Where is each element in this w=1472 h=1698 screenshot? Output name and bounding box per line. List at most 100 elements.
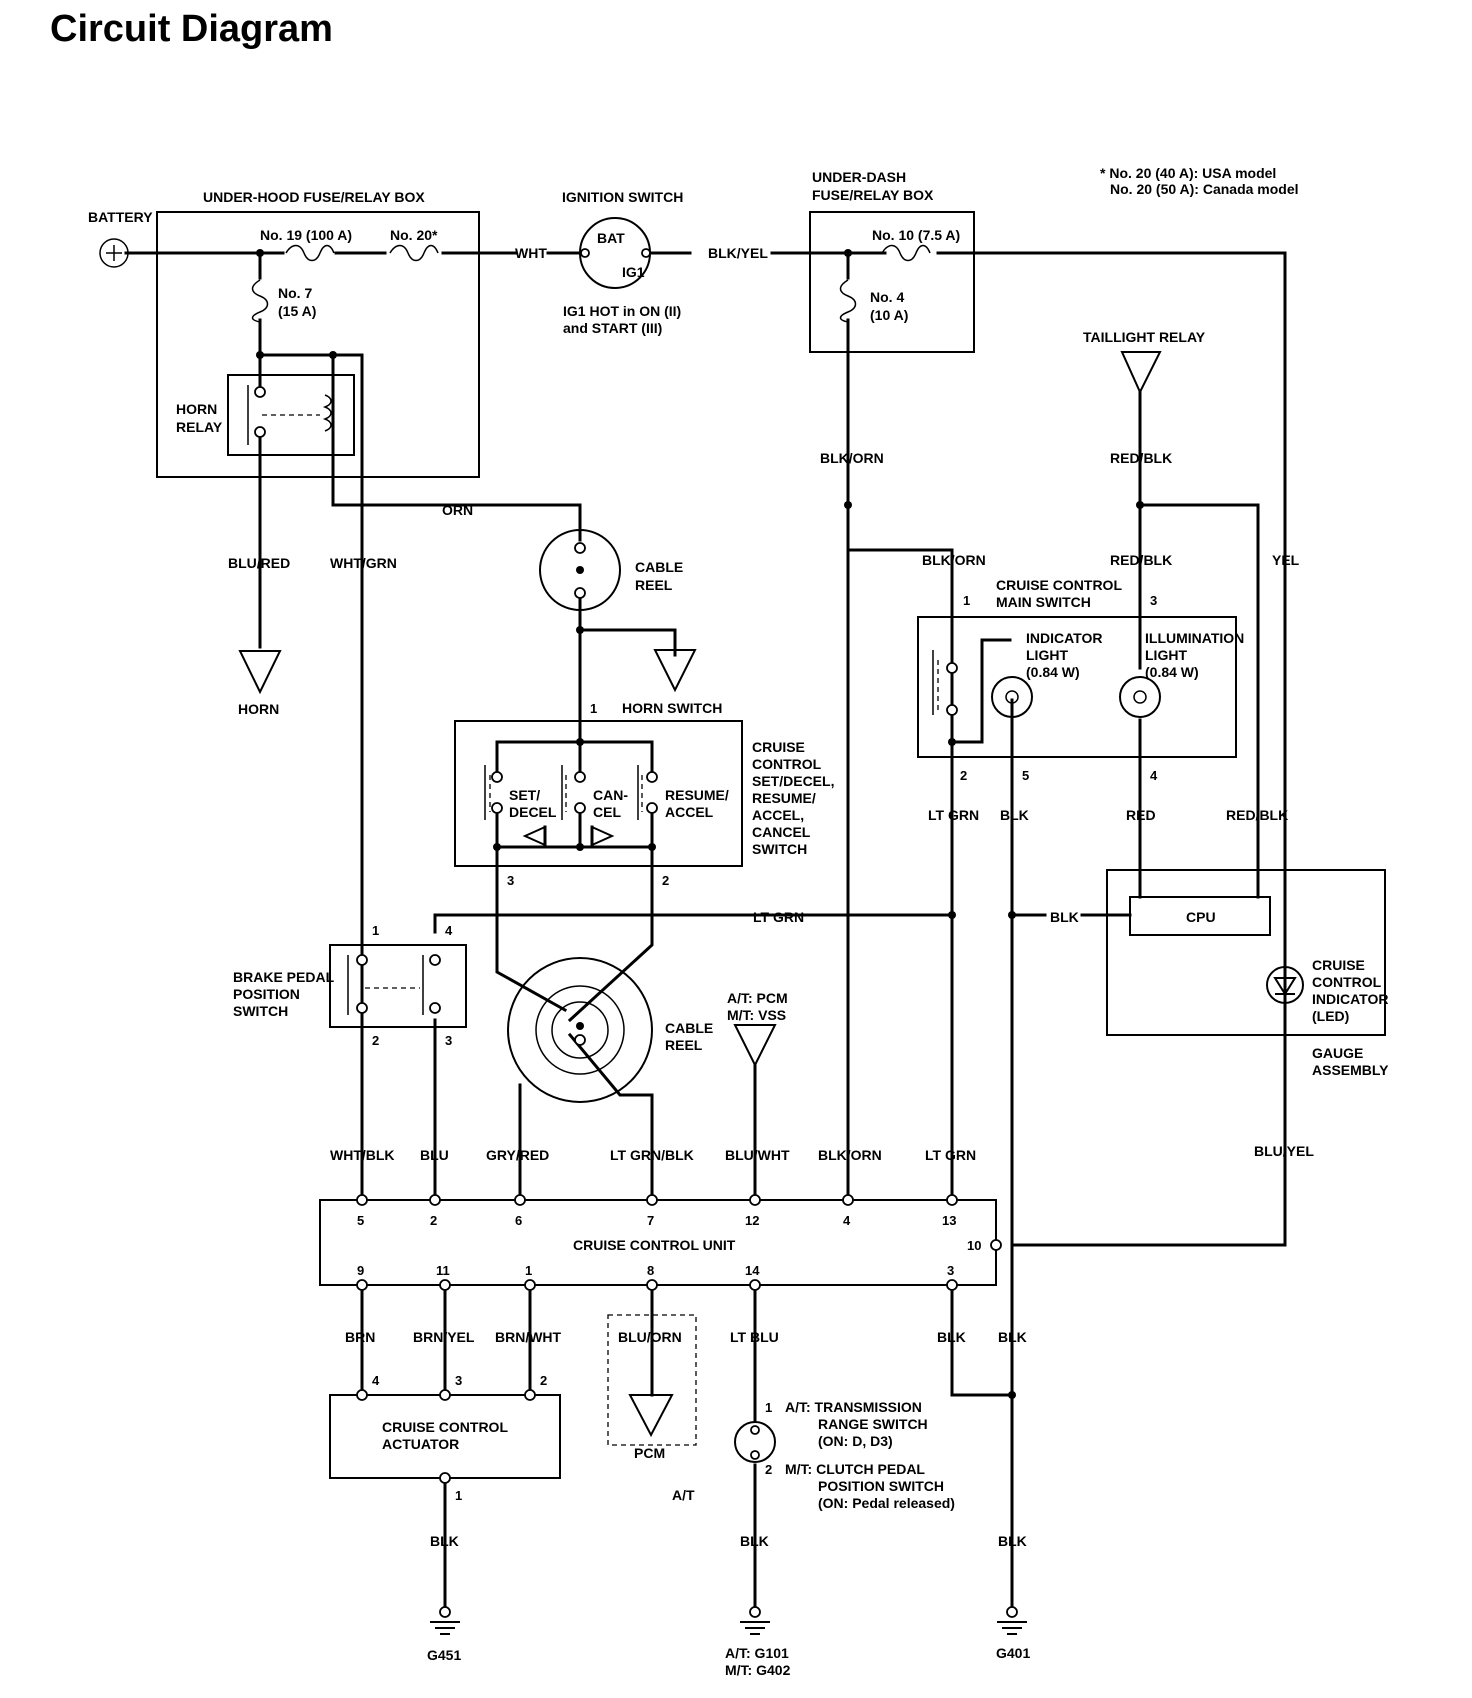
- pin-number: 1: [372, 923, 379, 938]
- gry-red-label: GRY/RED: [486, 1147, 549, 1163]
- illumination-label-a: ILLUMINATION: [1145, 630, 1244, 646]
- fuse-20: [389, 244, 439, 262]
- pcm-box: [607, 1314, 697, 1446]
- pin-number: 1: [455, 1488, 462, 1503]
- red-blk-label-1: RED/BLK: [1110, 450, 1172, 466]
- pin-number: 1: [765, 1400, 772, 1415]
- horn-relay-label-a: HORN: [176, 401, 217, 417]
- pin-number: 9: [357, 1263, 364, 1278]
- fuse-4-label-b: (10 A): [870, 307, 908, 323]
- cable-reel-1-label-a: CABLE: [635, 559, 683, 575]
- fuse-7: [251, 279, 269, 323]
- ig1-note-a: IG1 HOT in ON (II): [563, 303, 681, 319]
- cruise-indicator-label-b: CONTROL: [1312, 974, 1382, 990]
- fuse-4: [839, 279, 857, 323]
- at-label: A/T: [672, 1487, 695, 1503]
- indicator-light: [991, 676, 1033, 718]
- pin-numbers: 1 3 2 5 4 1 3 2 1 4 2 3 5 2 6 7 12 4 13 …: [357, 593, 1158, 1503]
- blk-orn-label-3: BLK/ORN: [818, 1147, 882, 1163]
- battery-label: BATTERY: [88, 209, 153, 225]
- fuse-20-label: No. 20*: [390, 227, 438, 243]
- blk-label-5: BLK: [430, 1533, 459, 1549]
- fuse-7-label-b: (15 A): [278, 303, 316, 319]
- lt-grn-label-2: LT GRN: [753, 909, 804, 925]
- pin-number: 3: [947, 1263, 954, 1278]
- pin-number: 5: [1022, 768, 1029, 783]
- page-title: Circuit Diagram: [50, 8, 333, 50]
- junction-dots: [256, 249, 1144, 1399]
- pin-number: 5: [357, 1213, 364, 1228]
- trs-label-c: (ON: D, D3): [818, 1433, 893, 1449]
- cpp-label-a: M/T: CLUTCH PEDAL: [785, 1461, 925, 1477]
- main-switch-label-a: CRUISE CONTROL: [996, 577, 1122, 593]
- note-b: No. 20 (50 A): Canada model: [1110, 181, 1299, 197]
- lt-grn-blk-label: LT GRN/BLK: [610, 1147, 694, 1163]
- pin-number: 1: [963, 593, 970, 608]
- cable-reel-2-label-a: CABLE: [665, 1020, 713, 1036]
- brake-label-a: BRAKE PEDAL: [233, 969, 335, 985]
- horn-relay-label-b: RELAY: [176, 419, 223, 435]
- fuse-7-label-a: No. 7: [278, 285, 312, 301]
- horn-symbol: [238, 650, 282, 695]
- pin-number: 14: [745, 1263, 760, 1278]
- cpu-label: CPU: [1186, 909, 1216, 925]
- pcm-vss-symbol: [733, 1024, 777, 1068]
- brn-wht-label: BRN/WHT: [495, 1329, 562, 1345]
- g402-label: M/T: G402: [725, 1662, 791, 1678]
- cc-switch-label-2: CONTROL: [752, 756, 822, 772]
- pin-number: 3: [507, 873, 514, 888]
- lt-blu-label: LT BLU: [730, 1329, 779, 1345]
- pin-number: 12: [745, 1213, 759, 1228]
- g101-label: A/T: G101: [725, 1645, 789, 1661]
- cc-switch-label-3: SET/DECEL,: [752, 773, 834, 789]
- brake-pedal-switch: [329, 944, 467, 1028]
- labels: BATTERY UNDER-HOOD FUSE/RELAY BOX No. 19…: [88, 165, 1389, 1678]
- under-dash-label-b: FUSE/RELAY BOX: [812, 187, 934, 203]
- pin-number: 4: [1150, 768, 1158, 783]
- cruise-indicator-label-a: CRUISE: [1312, 957, 1365, 973]
- blu-label: BLU: [420, 1147, 449, 1163]
- blk-label-3: BLK: [937, 1329, 966, 1345]
- indicator-label-b: LIGHT: [1026, 647, 1068, 663]
- horn-label: HORN: [238, 701, 279, 717]
- ground-g451: [430, 1606, 460, 1635]
- horn-relay: [227, 374, 355, 456]
- wht-label: WHT: [515, 245, 547, 261]
- set-decel-label-a: SET/: [509, 787, 540, 803]
- cable-reel-2-label-b: REEL: [665, 1037, 703, 1053]
- components: [99, 211, 1386, 1635]
- brake-label-c: SWITCH: [233, 1003, 288, 1019]
- pin-number: 3: [455, 1373, 462, 1388]
- cpp-label-c: (ON: Pedal released): [818, 1495, 955, 1511]
- mt-vss-label: M/T: VSS: [727, 1007, 786, 1023]
- indicator-label-c: (0.84 W): [1026, 664, 1080, 680]
- cruise-indicator-label-c: INDICATOR: [1312, 991, 1388, 1007]
- resume-label-a: RESUME/: [665, 787, 729, 803]
- pin-number: 4: [445, 923, 453, 938]
- pin-number: 4: [843, 1213, 851, 1228]
- at-pcm-label: A/T: PCM: [727, 990, 788, 1006]
- red-blk-label-2: RED/BLK: [1110, 552, 1172, 568]
- cruise-control-set-switch: [454, 720, 743, 867]
- orn-label: ORN: [442, 502, 473, 518]
- brake-label-b: POSITION: [233, 986, 300, 1002]
- fuse-10-label: No. 10 (7.5 A): [872, 227, 960, 243]
- taillight-relay-symbol: [1120, 351, 1162, 395]
- lt-grn-label-3: LT GRN: [925, 1147, 976, 1163]
- yel-label: YEL: [1272, 552, 1300, 568]
- pin-number: 2: [372, 1033, 379, 1048]
- cc-switch-label-4: RESUME/: [752, 790, 816, 806]
- unit-terminals: [254, 386, 1002, 1484]
- pin-number: 2: [960, 768, 967, 783]
- horn-switch-label: HORN SWITCH: [622, 700, 722, 716]
- ig1-note-b: and START (III): [563, 320, 662, 336]
- cc-switch-label-5: ACCEL,: [752, 807, 804, 823]
- cable-reel-1-label-b: REEL: [635, 577, 673, 593]
- cruise-control-main-switch: [917, 616, 1237, 758]
- g401-label: G401: [996, 1645, 1030, 1661]
- blu-red-label: BLU/RED: [228, 555, 290, 571]
- pin-number: 3: [445, 1033, 452, 1048]
- blu-yel-label: BLU/YEL: [1254, 1143, 1314, 1159]
- blk-orn-label-1: BLK/ORN: [820, 450, 884, 466]
